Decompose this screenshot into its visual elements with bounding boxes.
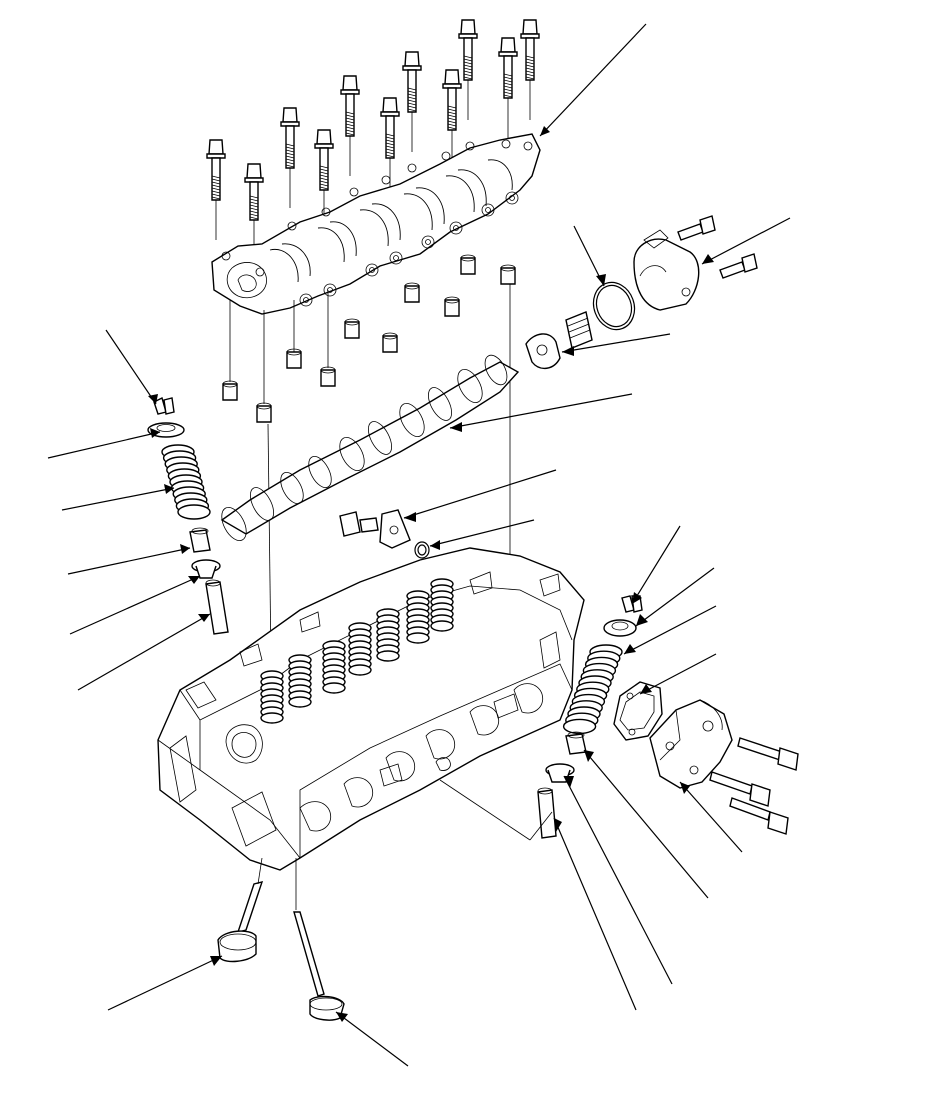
dowel-pin-icon: [256, 402, 272, 423]
bolt-icon: [206, 139, 226, 240]
dowel-pin-icon: [404, 282, 420, 303]
cam-sensor: [339, 509, 411, 549]
spring-icon: [406, 590, 430, 644]
alignment-lines: [257, 779, 553, 910]
intake-valve-guide: [205, 579, 229, 635]
intake-valve-keepers: [153, 396, 175, 415]
spring-icon: [430, 578, 454, 632]
arrowheads: [148, 126, 714, 1022]
exhaust-valve-spring: [562, 644, 623, 735]
spring-icon: [322, 640, 346, 694]
bolt-icon: [402, 51, 422, 152]
vtc-housing: [649, 699, 733, 789]
dowel-pins: [222, 254, 516, 423]
bolt-icon: [244, 163, 264, 260]
intake-valve-spring: [161, 444, 211, 520]
exhaust-valve-seal: [565, 731, 587, 755]
dowel-pin-icon: [320, 366, 336, 387]
exhaust-spring-retainer: [603, 619, 637, 637]
cam-end-cover: [633, 215, 758, 311]
gasket: [613, 681, 663, 741]
thrust-plate: [525, 311, 593, 369]
bolt-icon: [498, 37, 518, 138]
camshaft-holder: [211, 133, 541, 315]
dowel-pin-icon: [382, 332, 398, 353]
intake-spring-seat: [191, 559, 221, 579]
guide-lines: [229, 284, 511, 741]
bolt-icon: [314, 129, 334, 230]
dowel-pin-icon: [444, 296, 460, 317]
cover-bolts: [677, 215, 758, 279]
bolt-icon: [458, 19, 478, 120]
intake-valve: [217, 881, 264, 963]
spring-icon: [288, 654, 312, 708]
sensor-o-ring: [414, 541, 430, 559]
camshaft-holder-bolts: [206, 19, 540, 260]
dowel-pin-icon: [286, 348, 302, 369]
bolt-icon: [340, 75, 360, 176]
dowel-pin-icon: [500, 264, 516, 285]
intake-valve-seal: [189, 527, 211, 553]
installed-valve-springs: [260, 578, 454, 724]
dowel-pin-icon: [222, 380, 238, 401]
spring-icon: [260, 670, 284, 724]
leader-lines: [47, 23, 791, 1067]
bolt-icon: [520, 19, 540, 120]
bolt-icon: [380, 97, 400, 198]
cylinder-head: [157, 547, 585, 871]
bolt-icon: [280, 107, 300, 208]
camshaft: [220, 354, 520, 541]
exhaust-valve-guide: [537, 787, 557, 839]
housing-bolts: [709, 737, 799, 835]
bolt-icon: [442, 69, 462, 170]
dowel-pin-icon: [460, 254, 476, 275]
spring-icon: [348, 622, 372, 676]
spring-icon: [376, 608, 400, 662]
dowel-pin-icon: [344, 318, 360, 339]
exhaust-valve: [293, 911, 345, 1021]
o-ring-large: [592, 281, 636, 331]
exhaust-spring-seat: [545, 763, 575, 783]
